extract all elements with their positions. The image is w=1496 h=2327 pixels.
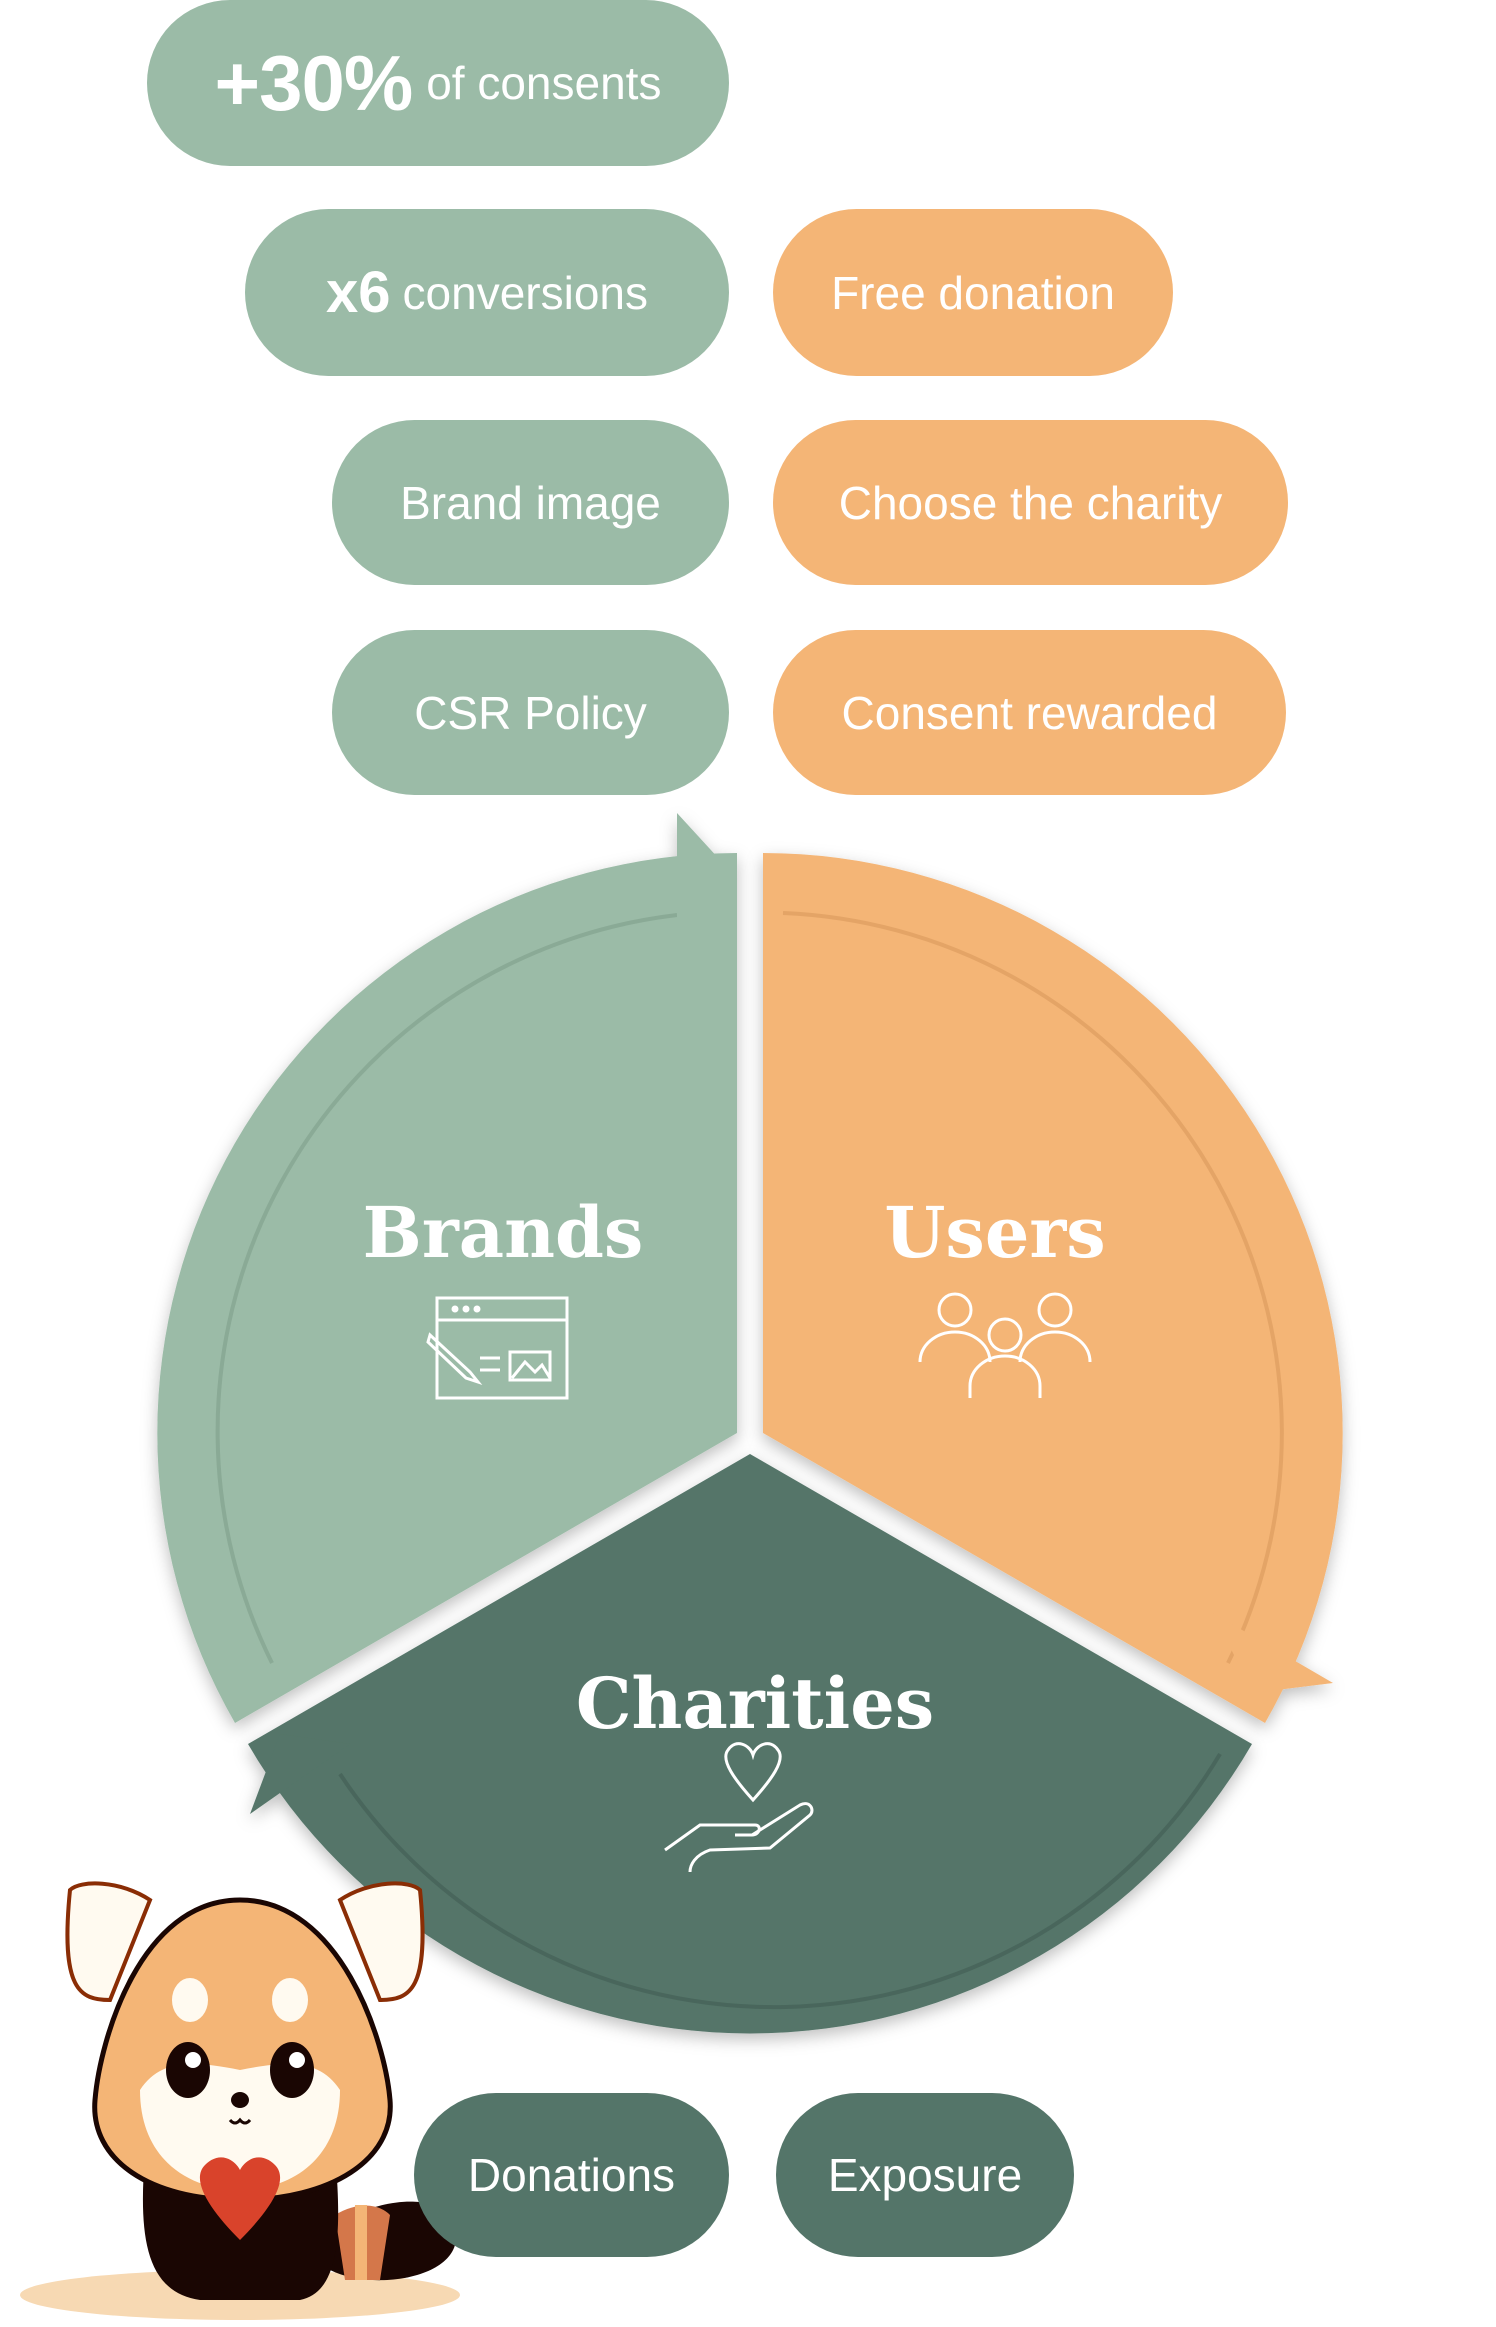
- heart-hand-icon: [664, 1742, 814, 1873]
- benefit-text: conversions: [402, 266, 648, 319]
- benefit-choose-charity: Choose the charity: [773, 420, 1288, 585]
- sector-brands: [157, 813, 738, 1723]
- benefit-donations: Donations: [414, 2093, 729, 2257]
- brands-label: Brands: [363, 1191, 644, 1274]
- benefit-exposure: Exposure: [776, 2093, 1074, 2257]
- benefit-highlight: +30%: [214, 38, 414, 127]
- charities-label: Charities: [576, 1662, 934, 1745]
- sector-users: [763, 853, 1343, 1723]
- users-label: Users: [884, 1191, 1105, 1274]
- users-group-icon: [918, 1292, 1092, 1398]
- sector-charities: [248, 1454, 1252, 2034]
- benefit-free-donation: Free donation: [773, 209, 1173, 376]
- benefit-consent-rewarded: Consent rewarded: [773, 630, 1286, 795]
- red-panda-mascot: [20, 1881, 460, 2320]
- benefit-conversions: x6 conversions: [245, 209, 729, 376]
- browser-window-icon: [426, 1296, 569, 1400]
- benefit-highlight: x6: [326, 260, 391, 325]
- benefit-brand-image: Brand image: [332, 420, 729, 585]
- benefit-csr-policy: CSR Policy: [332, 630, 729, 795]
- benefit-consents: +30% of consents: [147, 0, 729, 166]
- benefit-text: of consents: [426, 57, 662, 109]
